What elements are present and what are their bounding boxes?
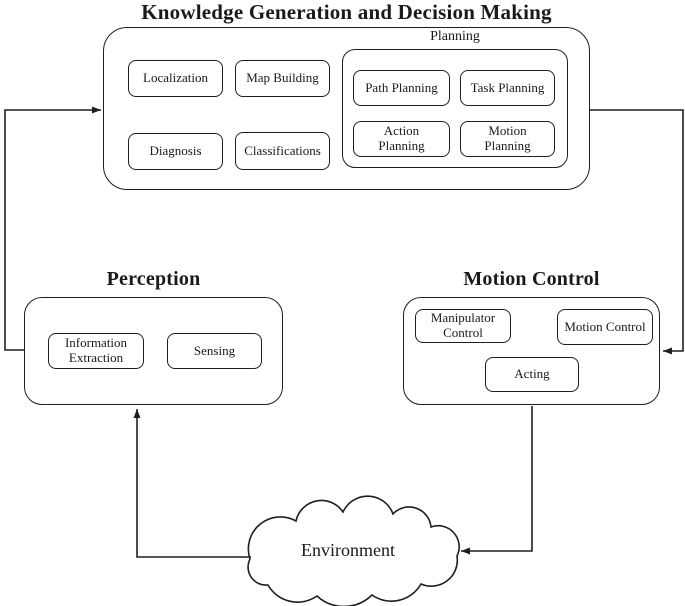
knowledge-section-title: Knowledge Generation and Decision Making [141, 0, 552, 24]
box-diagnosis: Diagnosis [128, 133, 223, 170]
box-sensing: Sensing [167, 333, 262, 369]
arrow-environment-to-perception [133, 409, 251, 558]
environment-cloud [247, 495, 460, 606]
box-task-planning: Task Planning [460, 70, 555, 106]
box-path-planning: Path Planning [353, 70, 450, 106]
box-localization: Localization [128, 60, 223, 97]
arrow-motion-control-to-environment [461, 406, 533, 555]
box-manipulator-control: Manipulator Control [415, 309, 511, 343]
box-classifications: Classifications [235, 132, 330, 170]
arrow-perception-to-knowledge [4, 106, 101, 351]
arrow-knowledge-to-motion-control [589, 109, 684, 355]
motion-control-section-title: Motion Control [463, 268, 600, 290]
box-map-building: Map Building [235, 60, 330, 97]
box-information-extraction: Information Extraction [48, 333, 144, 369]
planning-group-label: Planning [430, 29, 480, 44]
box-motion-planning: Motion Planning [460, 121, 555, 157]
box-action-planning: Action Planning [353, 121, 450, 157]
perception-section-title: Perception [106, 268, 201, 290]
box-motion-control: Motion Control [557, 309, 653, 345]
environment-label: Environment [301, 540, 395, 560]
box-acting: Acting [485, 357, 579, 392]
